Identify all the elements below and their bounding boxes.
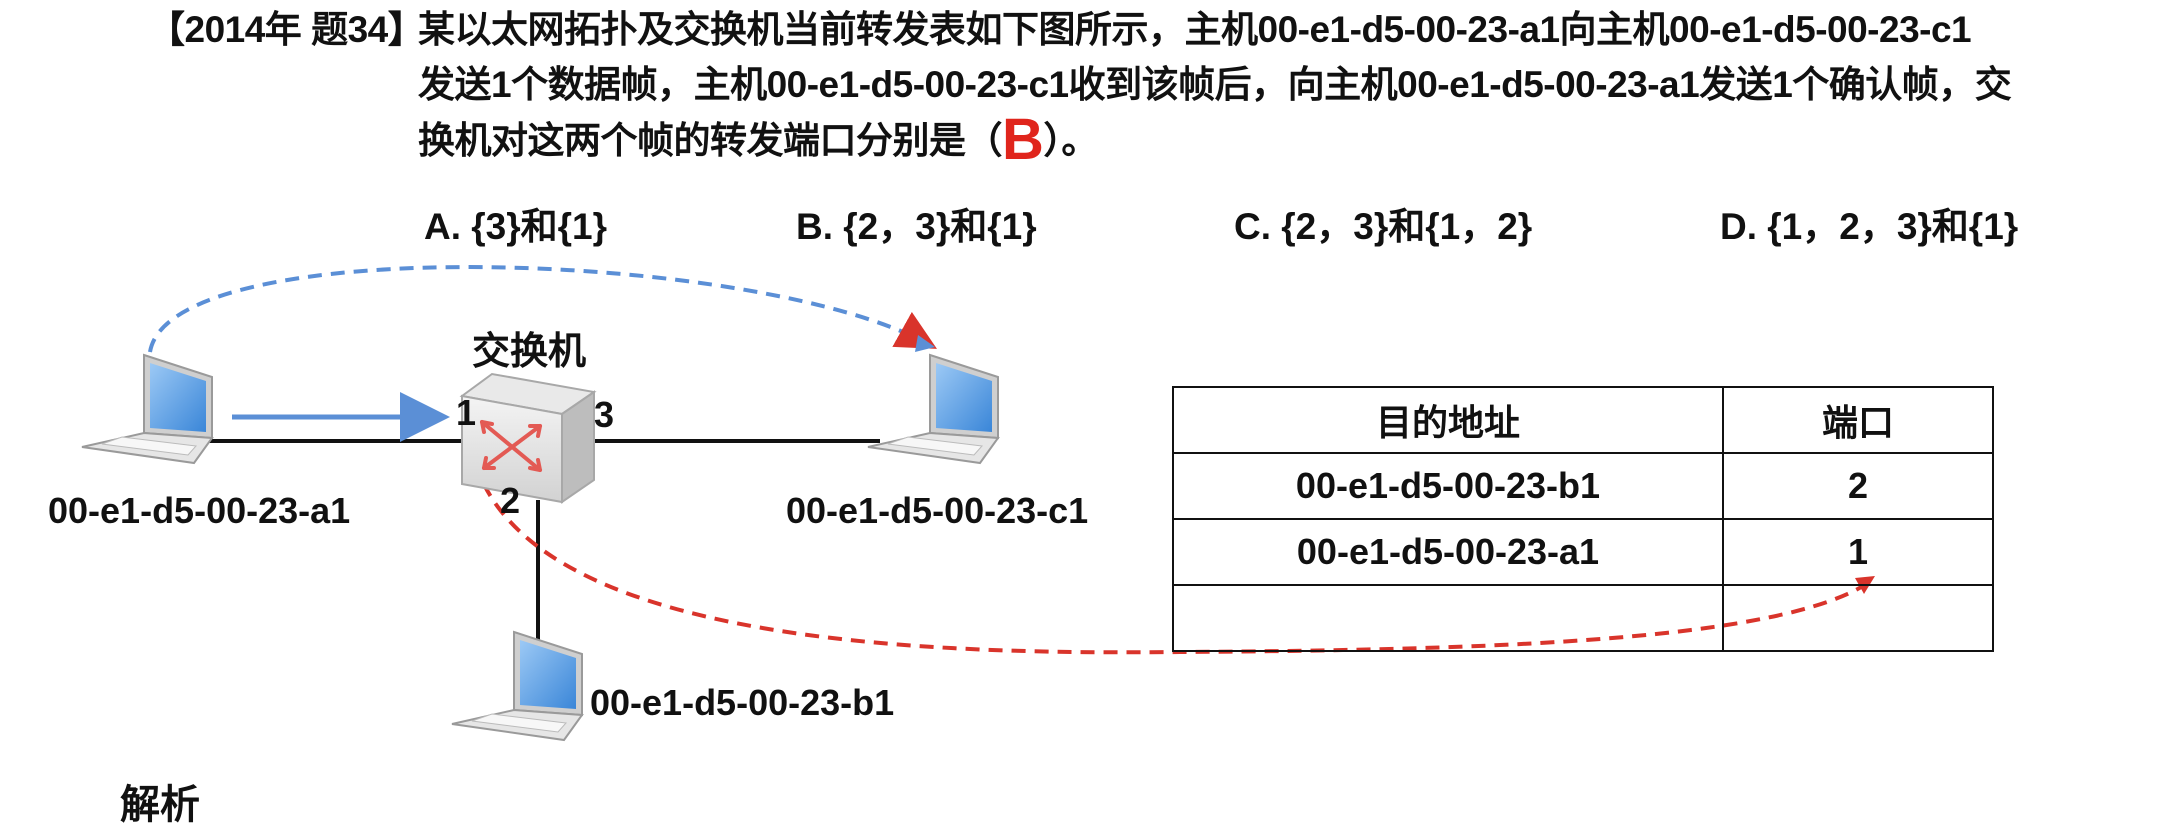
- port-3-label: 3: [594, 394, 615, 435]
- table-row: [1172, 584, 1994, 652]
- table-header-row: 目的地址 端口: [1172, 386, 1994, 454]
- option-a: A. {3}和{1}: [424, 206, 608, 247]
- question-line-3-prefix: 换机对这两个帧的转发端口分别是（: [418, 120, 1003, 161]
- table-cell-address: 00-e1-d5-00-23-a1: [1172, 518, 1724, 586]
- analysis-heading: 解析: [120, 783, 200, 827]
- table-cell-address: [1172, 584, 1724, 652]
- table-cell-port: [1722, 584, 1994, 652]
- question-line-2: 发送1个数据帧，主机00-e1-d5-00-23-c1收到该帧后，向主机00-e…: [418, 64, 2012, 105]
- laptop-b1-icon: [451, 630, 584, 742]
- option-d: D. {1，2，3}和{1}: [1720, 206, 2019, 247]
- host-a1-label: 00-e1-d5-00-23-a1: [48, 490, 351, 531]
- question-line-3: 换机对这两个帧的转发端口分别是（B）。: [418, 111, 1098, 169]
- option-b: B. {2，3}和{1}: [796, 206, 1037, 247]
- table-header-address: 目的地址: [1172, 386, 1724, 454]
- data-frame-path-head: [915, 335, 935, 352]
- question-line-3-suffix: ）。: [1043, 120, 1098, 161]
- port-1-label: 1: [456, 392, 477, 433]
- question-tag: 【2014年 题34】: [148, 9, 425, 50]
- port-2-label: 2: [500, 480, 521, 521]
- laptop-c1-icon: [867, 353, 1000, 465]
- answer-mark: B: [1002, 107, 1044, 172]
- host-c1-label: 00-e1-d5-00-23-c1: [786, 490, 1089, 531]
- table-cell-port: 1: [1722, 518, 1994, 586]
- host-b1-label: 00-e1-d5-00-23-b1: [590, 682, 895, 723]
- table-cell-port: 2: [1722, 452, 1994, 520]
- switch-label: 交换机: [472, 331, 587, 373]
- option-c: C. {2，3}和{1，2}: [1234, 206, 1533, 247]
- table-row: 00-e1-d5-00-23-a1 1: [1172, 518, 1994, 586]
- table-row: 00-e1-d5-00-23-b1 2: [1172, 452, 1994, 520]
- question-line-1: 某以太网拓扑及交换机当前转发表如下图所示，主机00-e1-d5-00-23-a1…: [418, 9, 1972, 50]
- table-header-port: 端口: [1722, 386, 1994, 454]
- ack-frame-path: [468, 439, 1870, 655]
- switch-icon: [459, 372, 597, 504]
- table-cell-address: 00-e1-d5-00-23-b1: [1172, 452, 1724, 520]
- forwarding-table: 目的地址 端口 00-e1-d5-00-23-b1 2 00-e1-d5-00-…: [1172, 386, 1994, 652]
- laptop-a1-icon: [81, 353, 214, 465]
